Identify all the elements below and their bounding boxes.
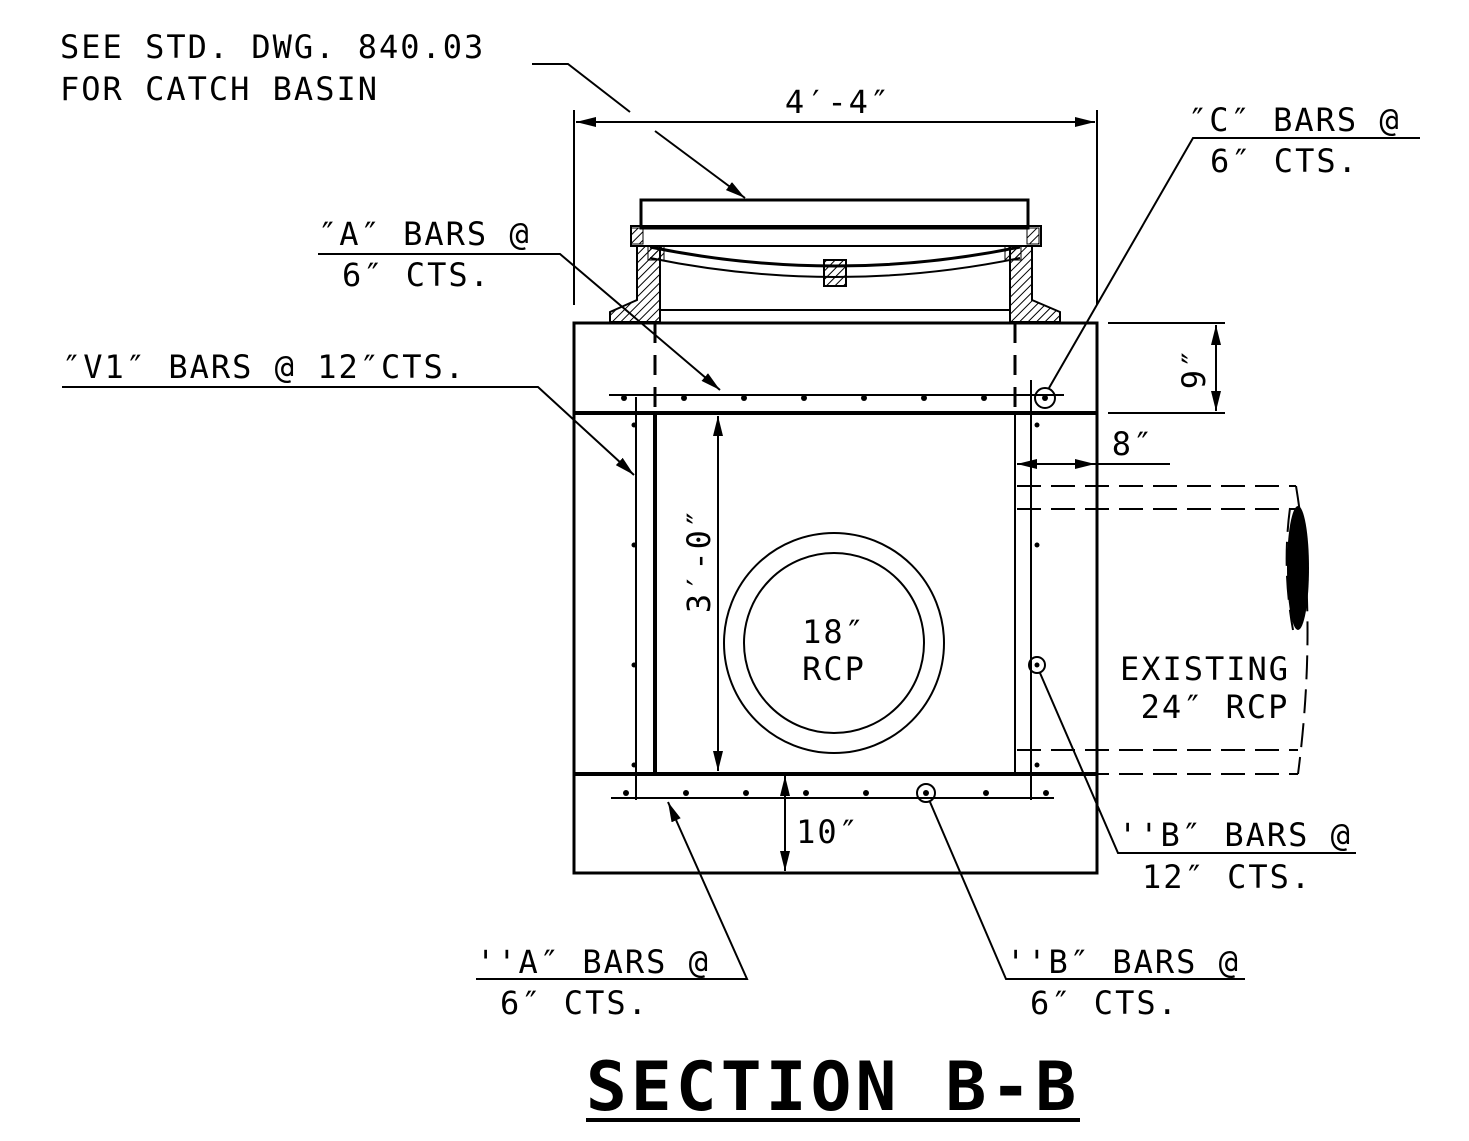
top-slab-dimension: [1108, 322, 1225, 414]
b-bars-12-note-2: 12″ CTS.: [1142, 858, 1312, 896]
base-slab-dim-label: 10″: [796, 813, 860, 851]
a-bars-bot-note-2: 6″ CTS.: [500, 984, 649, 1022]
c-bars-note-2: 6″ CTS.: [1210, 142, 1359, 180]
reinforcing-bars: [609, 380, 1064, 803]
width-dimension: [573, 110, 1098, 305]
c-bars-note-1: ″C″ BARS @: [1188, 101, 1401, 139]
pipe-18-label-type: RCP: [802, 650, 866, 688]
b-bars-6-note-1: ''B″ BARS @: [1006, 943, 1240, 981]
section-title: SECTION B-B: [586, 1048, 1080, 1127]
a-bars-top-note-2: 6″ CTS.: [342, 256, 491, 294]
height-dim-label: 3′-0″: [680, 507, 718, 613]
existing-pipe-label-2: 24″ RCP: [1141, 688, 1290, 726]
a-bars-bot-note-1: ''A″ BARS @: [476, 943, 710, 981]
wall-dim-label: 8″: [1112, 425, 1155, 463]
box-structure: [572, 321, 1099, 875]
b-bars-12-note-1: ''B″ BARS @: [1118, 816, 1352, 854]
std-dwg-note-2: FOR CATCH BASIN: [60, 70, 379, 108]
catch-basin-casting: [609, 198, 1061, 323]
std-dwg-note-1: SEE STD. DWG. 840.03: [60, 28, 485, 66]
a-bars-top-note-1: ″A″ BARS @: [318, 215, 531, 253]
v1-bars-note: ″V1″ BARS @ 12″CTS.: [62, 348, 466, 386]
existing-24-rcp: [1017, 485, 1309, 775]
width-dim-label: 4′-4″: [785, 83, 891, 121]
pipe-18-rcp: [723, 532, 945, 754]
pipe-18-label-size: 18″: [802, 613, 866, 651]
b-bars-6-note-2: 6″ CTS.: [1030, 984, 1179, 1022]
top-slab-dim-label: 9″: [1175, 347, 1213, 390]
existing-pipe-label-1: EXISTING: [1120, 650, 1290, 688]
